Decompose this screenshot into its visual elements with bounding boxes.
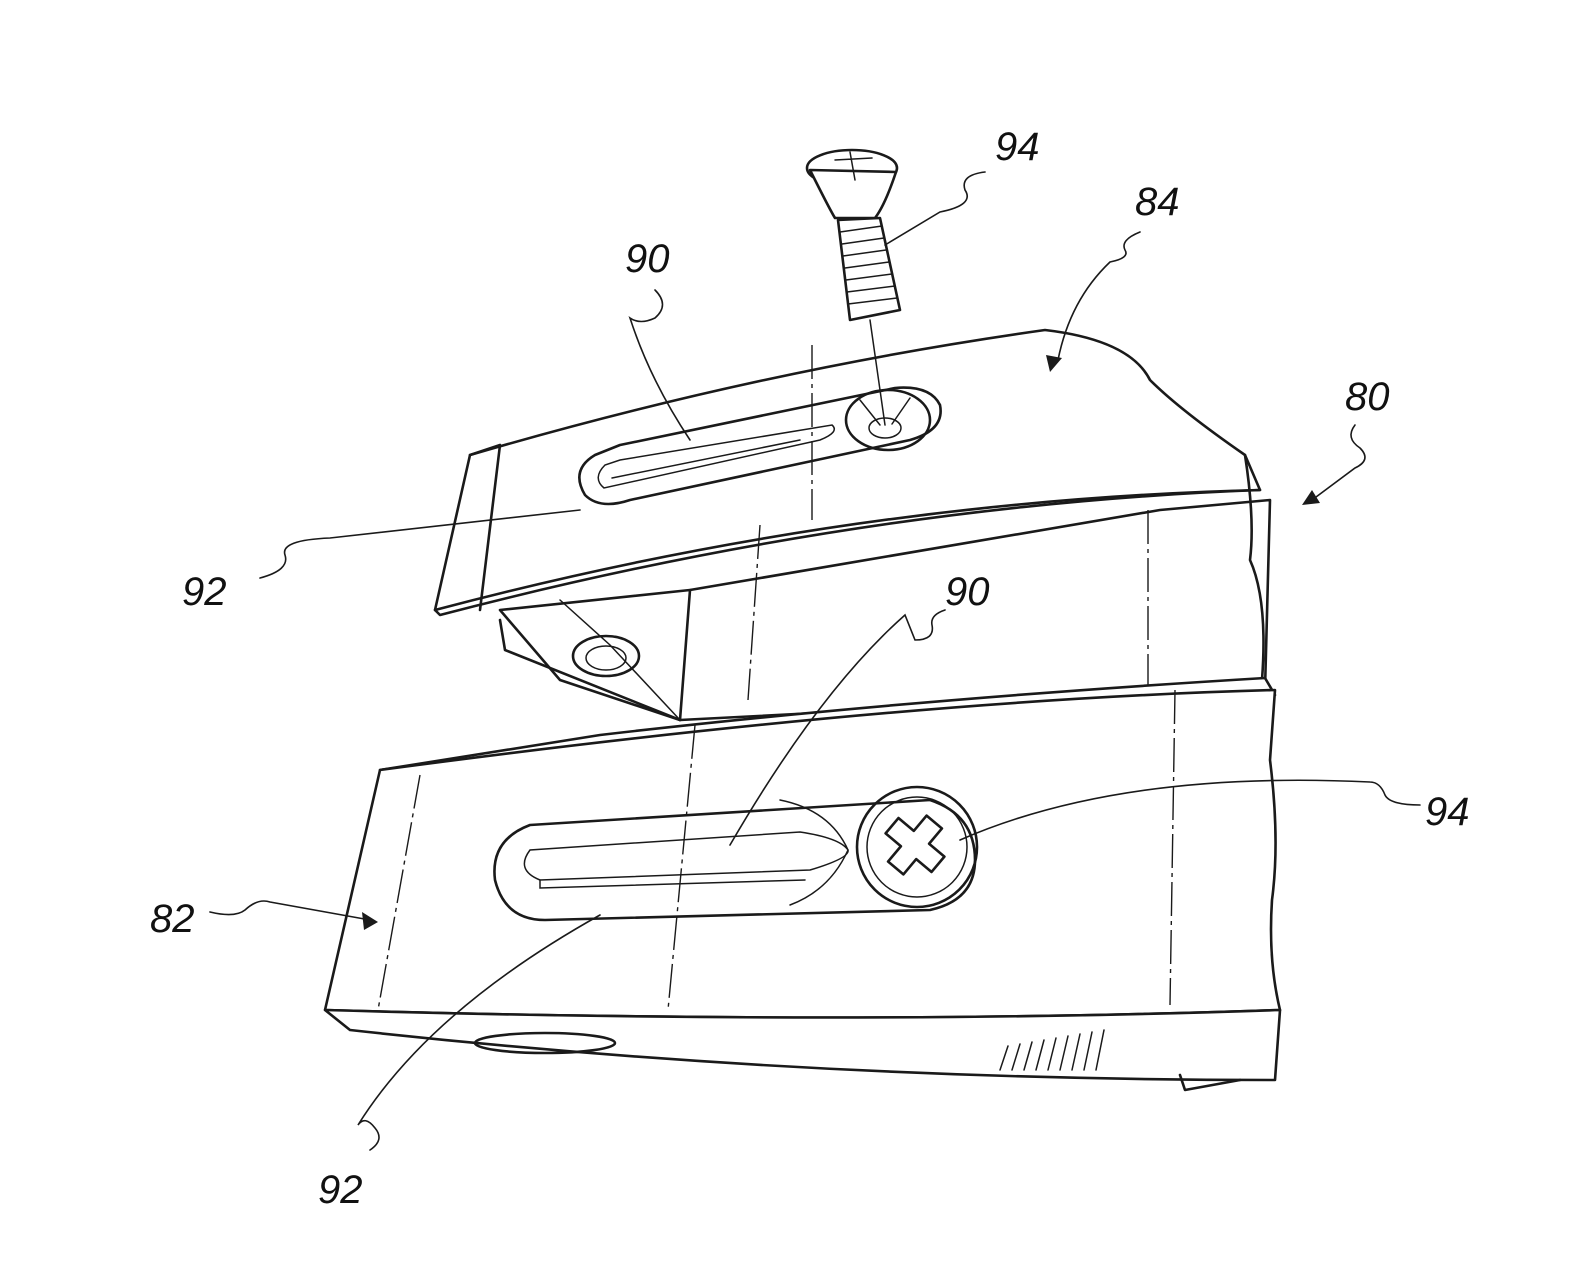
upper-member — [435, 330, 1270, 720]
label-assembly: 80 — [1345, 375, 1390, 419]
label-slot-top: 90 — [625, 237, 670, 281]
label-lower-member: 82 — [150, 897, 195, 941]
label-rim-bottom: 92 — [318, 1168, 363, 1212]
label-upper-member: 84 — [1135, 180, 1180, 224]
lower-member — [325, 678, 1280, 1090]
label-screw-top: 94 — [995, 125, 1040, 169]
label-screw-bottom: 94 — [1425, 790, 1470, 834]
label-rim-top: 92 — [182, 570, 227, 614]
label-slot-bottom: 90 — [945, 570, 990, 614]
